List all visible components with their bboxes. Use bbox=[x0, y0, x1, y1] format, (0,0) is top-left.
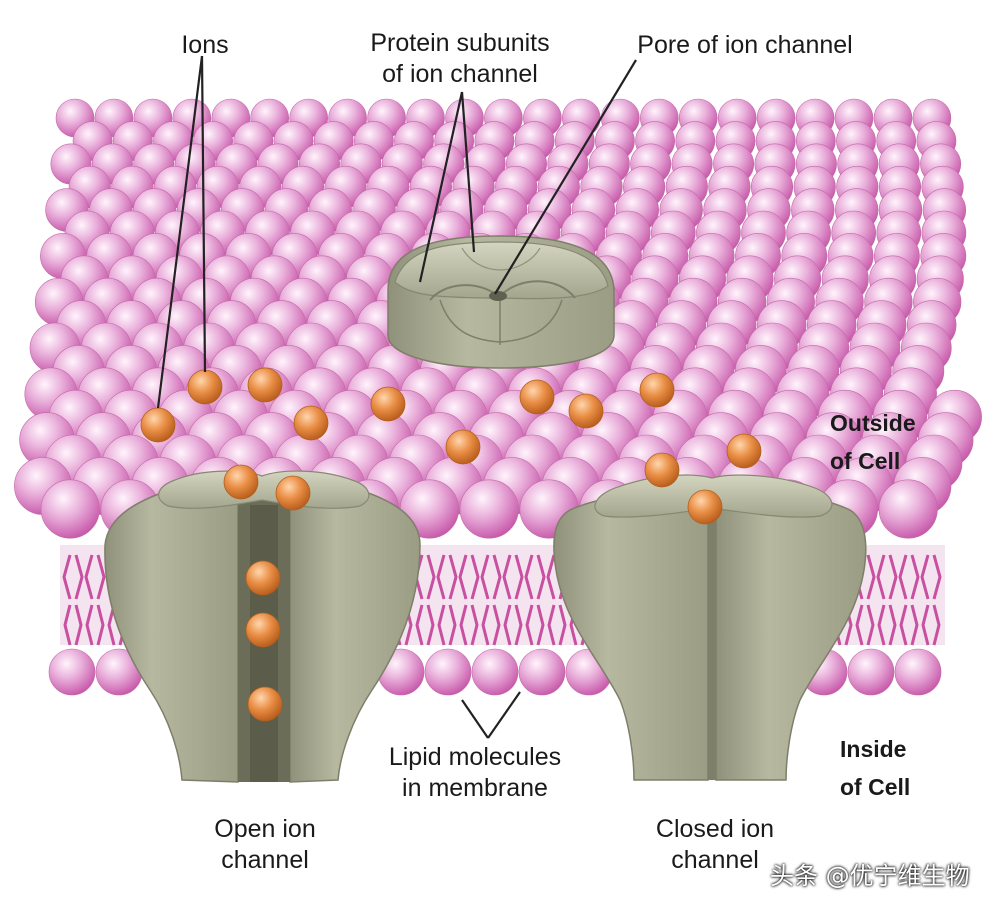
lipid-tail bbox=[62, 554, 72, 600]
ion bbox=[687, 489, 723, 525]
lipid-tail bbox=[492, 554, 502, 600]
open-ion-channel-label: Open ion channel bbox=[214, 815, 316, 874]
lipid-tail bbox=[63, 604, 72, 646]
lipid-tail bbox=[866, 604, 875, 646]
lipid-tail bbox=[920, 554, 930, 600]
lipid-tail bbox=[458, 554, 468, 600]
lipid-tail bbox=[546, 554, 556, 600]
lipid-tail bbox=[877, 604, 886, 646]
pore-label: Pore of ion channel bbox=[637, 31, 853, 59]
outside-of-cell-label: Outside of Cell bbox=[830, 410, 916, 474]
lipid-leader-right bbox=[487, 691, 521, 739]
lipid-tail bbox=[74, 554, 84, 600]
lipid-leader-left bbox=[461, 699, 489, 739]
lipid-tail bbox=[459, 604, 468, 646]
lipid-tail bbox=[932, 554, 942, 600]
lipid-tail bbox=[74, 604, 83, 646]
ion bbox=[247, 367, 283, 403]
lipid-tail bbox=[96, 604, 105, 646]
subunits-leader-left bbox=[418, 91, 464, 283]
ions-leader-right bbox=[200, 55, 207, 373]
lipid-tail bbox=[470, 604, 479, 646]
lipid-tail bbox=[481, 604, 490, 646]
ion bbox=[247, 686, 283, 722]
inside-of-cell-label: Inside of Cell bbox=[840, 736, 911, 800]
ion bbox=[445, 429, 481, 465]
lipid-tail bbox=[547, 604, 556, 646]
top-view-channel bbox=[387, 235, 615, 369]
closed-ion-channel-label: Closed ion channel bbox=[655, 815, 775, 874]
lipid-tail bbox=[910, 554, 920, 600]
lipid-tail bbox=[514, 554, 524, 600]
leader-lines bbox=[156, 55, 637, 739]
lipid-tail bbox=[899, 604, 908, 646]
lipid-tail bbox=[536, 554, 546, 600]
lipid-tail bbox=[492, 604, 501, 646]
ion bbox=[275, 475, 311, 511]
lipid-tail bbox=[448, 604, 457, 646]
ion bbox=[370, 386, 406, 422]
lipid-tail bbox=[921, 604, 930, 646]
lipid-head-inner bbox=[518, 648, 566, 696]
lipid-tail bbox=[502, 554, 512, 600]
ion bbox=[223, 464, 259, 500]
pore-leader bbox=[494, 59, 637, 295]
lipid-tail bbox=[426, 604, 435, 646]
lipid-tail bbox=[888, 604, 897, 646]
lipid-head-inner bbox=[847, 648, 895, 696]
ion bbox=[245, 612, 281, 648]
watermark: 头条 @优宁维生物 bbox=[770, 862, 970, 890]
lipid-tail bbox=[503, 604, 512, 646]
ion bbox=[187, 369, 223, 405]
lipid-tail bbox=[932, 604, 941, 646]
lipid-head-inner bbox=[894, 648, 942, 696]
lipid-tail bbox=[888, 554, 898, 600]
lipid-tail bbox=[558, 604, 567, 646]
ion-group bbox=[140, 367, 762, 722]
lipid-tail bbox=[470, 554, 480, 600]
lipid-head-inner bbox=[424, 648, 472, 696]
lipid-tail bbox=[910, 604, 919, 646]
ion bbox=[140, 407, 176, 443]
protein-subunits-label: Protein subunits of ion channel bbox=[370, 29, 550, 88]
lipid-head bbox=[459, 479, 519, 539]
lipid-tail bbox=[85, 604, 94, 646]
lipid-tail bbox=[96, 554, 106, 600]
ion bbox=[519, 379, 555, 415]
ion bbox=[726, 433, 762, 469]
lipid-tail bbox=[415, 604, 424, 646]
lipid-tail bbox=[876, 554, 886, 600]
ions-label: Ions bbox=[181, 31, 229, 59]
lipid-tail bbox=[536, 604, 545, 646]
lipid-molecules-label: Lipid molecules in membrane bbox=[388, 743, 562, 802]
ion bbox=[293, 405, 329, 441]
lipid-tail bbox=[514, 604, 523, 646]
lipid-head bbox=[878, 479, 938, 539]
ion bbox=[245, 560, 281, 596]
lipid-tail bbox=[480, 554, 490, 600]
lipid-tail bbox=[524, 554, 534, 600]
lipid-tail bbox=[898, 554, 908, 600]
lipid-head bbox=[40, 479, 100, 539]
lipid-tail bbox=[866, 554, 876, 600]
lipid-tail bbox=[525, 604, 534, 646]
lipid-tail bbox=[448, 554, 458, 600]
subunits-leader-right bbox=[460, 91, 476, 253]
lipid-tail bbox=[84, 554, 94, 600]
lipid-tail bbox=[437, 604, 446, 646]
lipid-tail bbox=[426, 554, 436, 600]
ion bbox=[644, 452, 680, 488]
lipid-tail bbox=[855, 604, 864, 646]
ion bbox=[568, 393, 604, 429]
lipid-tail bbox=[107, 604, 116, 646]
ion bbox=[639, 372, 675, 408]
lipid-tail bbox=[436, 554, 446, 600]
ions-leader-left bbox=[156, 55, 204, 409]
lipid-head-inner bbox=[48, 648, 96, 696]
lipid-head-inner bbox=[471, 648, 519, 696]
